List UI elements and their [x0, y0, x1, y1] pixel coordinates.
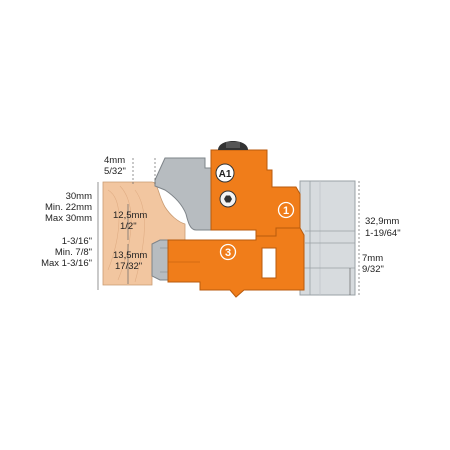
dimension-lines: [97, 158, 360, 295]
dim-left-max-mm: Max 30mm: [45, 213, 92, 224]
spindle: [275, 180, 356, 296]
dim-top-mm: 4mm: [104, 155, 125, 166]
workpiece: [102, 181, 186, 286]
dim-groove-mm: 13,5mm: [113, 250, 147, 261]
badge-a1: A1: [215, 163, 235, 183]
badge-part-1-label: 1: [283, 205, 289, 217]
dim-left-min-mm: Min. 22mm: [45, 202, 92, 213]
hex-bolt-icon: [218, 141, 248, 150]
dim-bottom-in: 9/32": [362, 264, 384, 275]
dim-right-h-in: 1-19/64": [365, 228, 401, 239]
hex-socket-screw-icon: [219, 190, 237, 208]
badge-part-3-label: 3: [225, 247, 231, 259]
dim-left-min-in: Min. 7/8": [55, 247, 92, 258]
dim-top-in: 5/32": [104, 166, 126, 177]
dim-profile-in: 1/2": [120, 221, 137, 232]
dim-left-h-mm: 30mm: [66, 191, 92, 202]
badge-part-3: 3: [219, 243, 237, 261]
badge-a1-label: A1: [219, 169, 232, 180]
dim-bottom-mm: 7mm: [362, 253, 383, 264]
badge-part-1: 1: [277, 201, 295, 219]
dim-left-h-in: 1-3/16": [62, 236, 92, 247]
cutter-body-lower: [167, 227, 305, 298]
dim-right-h-mm: 32,9mm: [365, 216, 399, 227]
dim-groove-in: 17/32": [115, 261, 142, 272]
dim-left-max-in: Max 1-3/16": [41, 258, 92, 269]
dim-profile-mm: 12,5mm: [113, 210, 147, 221]
